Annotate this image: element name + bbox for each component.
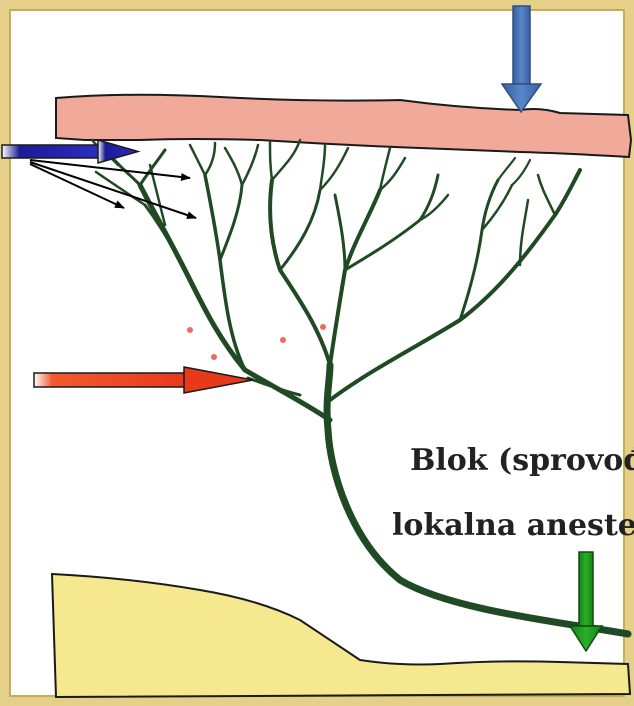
bone-layer [52,574,630,697]
block-label-line1: Blok (sprovođenja): [410,443,634,478]
pointer-arrows [30,160,196,218]
green-arrow [570,552,602,651]
red-arrow [34,367,253,393]
skin-layer [56,95,631,157]
top-blue-arrow [502,6,541,112]
block-label-line2: lokalna anestezija [392,508,634,543]
left-blue-arrow [2,140,138,163]
nerve-red-marks [187,324,326,360]
